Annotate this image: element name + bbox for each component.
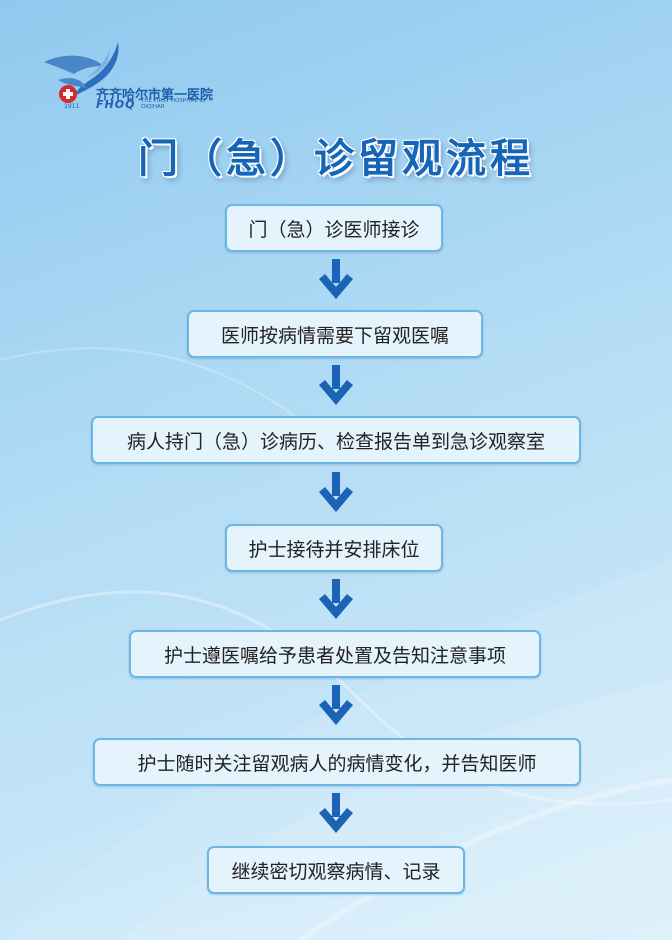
logo-year: 1911 — [64, 103, 80, 110]
down-arrow-icon — [319, 259, 353, 299]
down-arrow-icon — [319, 793, 353, 833]
down-arrow-icon — [319, 685, 353, 725]
step-2-box: 医师按病情需要下留观医嘱 — [187, 310, 483, 358]
step-7-box: 继续密切观察病情、记录 — [207, 846, 465, 894]
down-arrow-icon — [319, 365, 353, 405]
crane-logo-icon — [44, 42, 119, 103]
step-5-box: 护士遵医嘱给予患者处置及告知注意事项 — [129, 630, 541, 678]
step-1-label: 门（急）诊医师接诊 — [248, 218, 420, 241]
hospital-name-en: THE FIRST HOSPITAL OF QIQIHAR — [141, 98, 207, 110]
step-2-label: 医师按病情需要下留观医嘱 — [220, 324, 449, 347]
step-4-label: 护士接待并安排床位 — [248, 538, 420, 561]
step-1-box: 门（急）诊医师接诊 — [225, 204, 443, 252]
step-6-label: 护士随时关注留观病人的病情变化，并告知医师 — [137, 752, 537, 775]
step-3-box: 病人持门（急）诊病历、检查报告单到急诊观察室 — [91, 416, 581, 464]
down-arrow-icon — [319, 579, 353, 619]
hospital-abbr: FHOQ — [96, 98, 136, 111]
down-arrow-icon — [319, 472, 353, 512]
step-4-box: 护士接待并安排床位 — [225, 524, 443, 572]
step-3-label: 病人持门（急）诊病历、检查报告单到急诊观察室 — [126, 430, 545, 453]
hospital-logo: 1911 齐齐哈尔市第一医院 FHOQ THE FIRST HOSPITAL O… — [34, 40, 234, 112]
page-title: 门（急）诊留观流程 — [138, 136, 534, 182]
step-5-label: 护士遵医嘱给予患者处置及告知注意事项 — [163, 644, 506, 667]
step-7-label: 继续密切观察病情、记录 — [231, 860, 441, 883]
step-6-box: 护士随时关注留观病人的病情变化，并告知医师 — [93, 738, 581, 786]
hospital-name-cn: 齐齐哈尔市第一医院 — [96, 88, 214, 103]
